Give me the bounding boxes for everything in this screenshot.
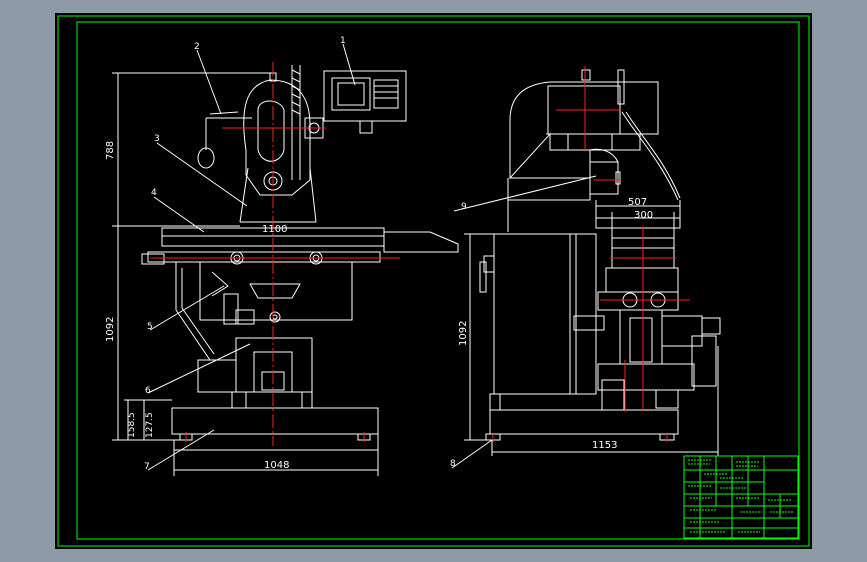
dim-127-5: 127.5 [145, 412, 155, 438]
dim-1153: 1153 [592, 440, 617, 451]
dim-158-5: 158.5 [127, 412, 137, 438]
balloon-8: 8 [450, 459, 456, 469]
balloon-2: 2 [194, 42, 200, 52]
outer-frame [57, 15, 810, 547]
balloon-6: 6 [145, 386, 151, 396]
balloon-5: 5 [147, 322, 153, 332]
dim-788: 788 [105, 141, 116, 160]
front-view: 788 1092 158.5 127.5 1100 1048 1 2 3 4 5… [105, 36, 459, 476]
dim-1048: 1048 [264, 460, 289, 471]
balloon-1: 1 [340, 36, 346, 46]
dim-300: 300 [634, 210, 653, 221]
dim-1092-front: 1092 [105, 317, 116, 342]
dim-1092-side: 1092 [458, 321, 469, 346]
balloon-7: 7 [144, 462, 150, 472]
balloon-9: 9 [461, 202, 467, 212]
dim-507: 507 [628, 197, 647, 208]
balloon-3: 3 [154, 134, 160, 144]
drawing-sheet [55, 13, 812, 549]
balloon-4: 4 [151, 188, 157, 198]
side-view: 1092 1153 507 300 8 9 [450, 66, 721, 469]
title-block [683, 455, 799, 539]
dim-1100: 1100 [262, 224, 287, 235]
inner-frame [76, 21, 800, 540]
